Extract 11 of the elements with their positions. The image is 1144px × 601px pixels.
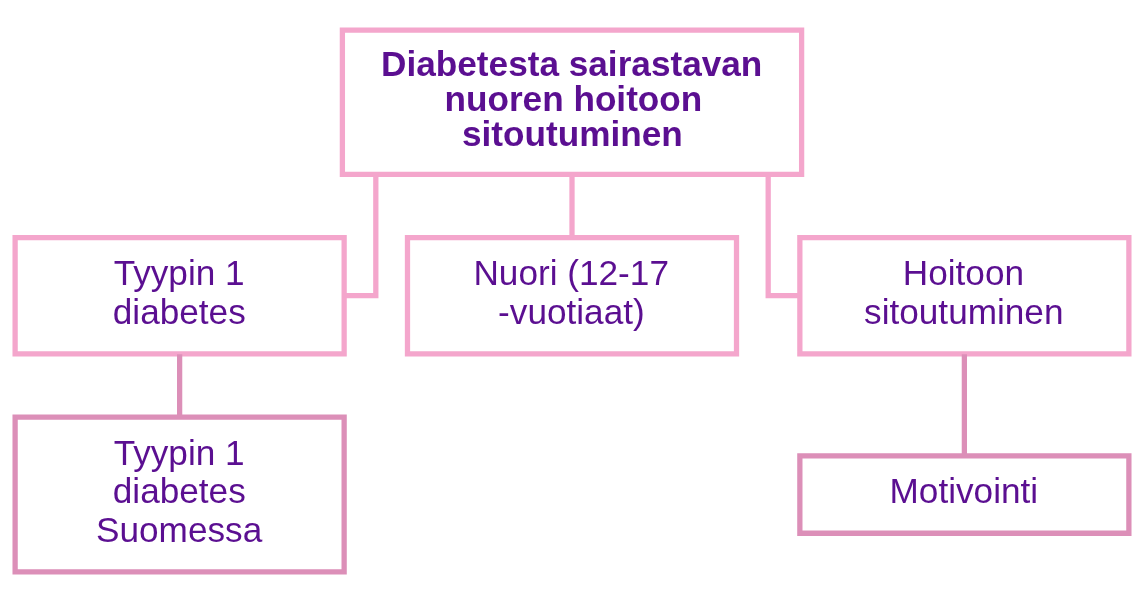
connector: [765, 174, 800, 298]
node-box: Tyypin 1 diabetes Suomessa: [12, 414, 347, 575]
node-box: Diabetesta sairastavan nuoren hoitoon sitoutuminen: [339, 26, 805, 177]
node-box: Hoitoon sitoutuminen: [797, 234, 1132, 356]
node-box: Tyypin 1 diabetes: [12, 234, 347, 356]
connector: [569, 174, 575, 237]
node-box: Motivointi: [797, 452, 1132, 536]
node-box: Nuori (12-17 -vuotiaat): [404, 234, 740, 356]
connector: [961, 353, 967, 455]
connector: [177, 353, 183, 416]
connector: [344, 174, 379, 298]
